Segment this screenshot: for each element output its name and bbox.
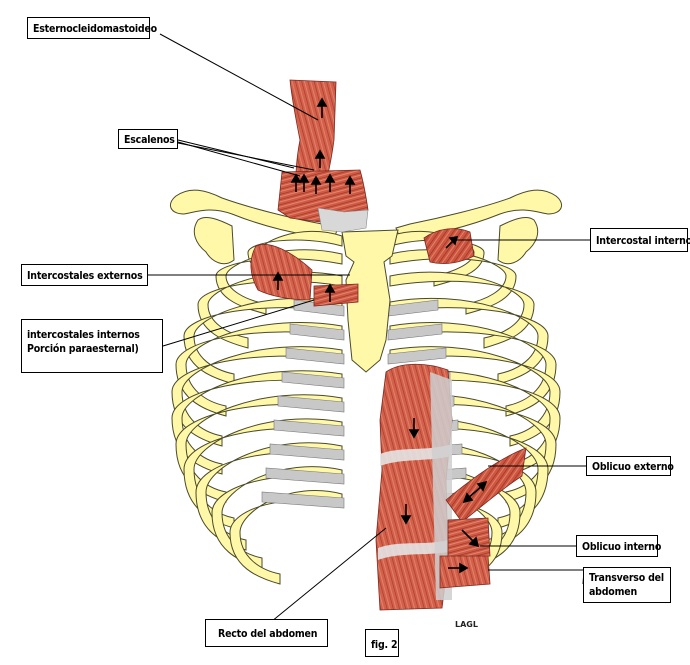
label-escalenos: Escalenos <box>118 129 178 149</box>
signature: LAGL <box>455 620 478 629</box>
label-transverso-line2: abdomen <box>589 585 665 599</box>
scalene-tendons <box>318 208 368 232</box>
transverso-abdomen-muscle <box>440 556 490 588</box>
label-transverso-line1: Transverso del <box>589 571 665 585</box>
label-oblicuo-interno: Oblicuo interno <box>576 535 658 557</box>
label-intercostales-internos-line1: intercostales internos <box>27 328 157 342</box>
label-recto-abdomen: Recto del abdomen <box>205 619 328 647</box>
label-intercostales-internos: intercostales internos Porción paraester… <box>21 319 163 373</box>
label-intercostal-interno: Intercostal interno <box>590 228 688 252</box>
label-oblicuo-externo: Oblicuo externo <box>586 456 671 476</box>
label-intercostales-externos: Intercostales externos <box>21 264 148 286</box>
label-esternocleidomastoideo: Esternocleidomastoideo <box>27 17 150 39</box>
label-intercostales-internos-line2: Porción paraesternal) <box>27 342 157 356</box>
figure-label: fig. 2 <box>365 629 399 657</box>
label-transverso-abdomen: Transverso del abdomen <box>583 567 671 603</box>
intercostales-internos-muscle <box>314 284 358 306</box>
right-scapula <box>498 218 538 264</box>
left-scapula <box>194 218 234 264</box>
